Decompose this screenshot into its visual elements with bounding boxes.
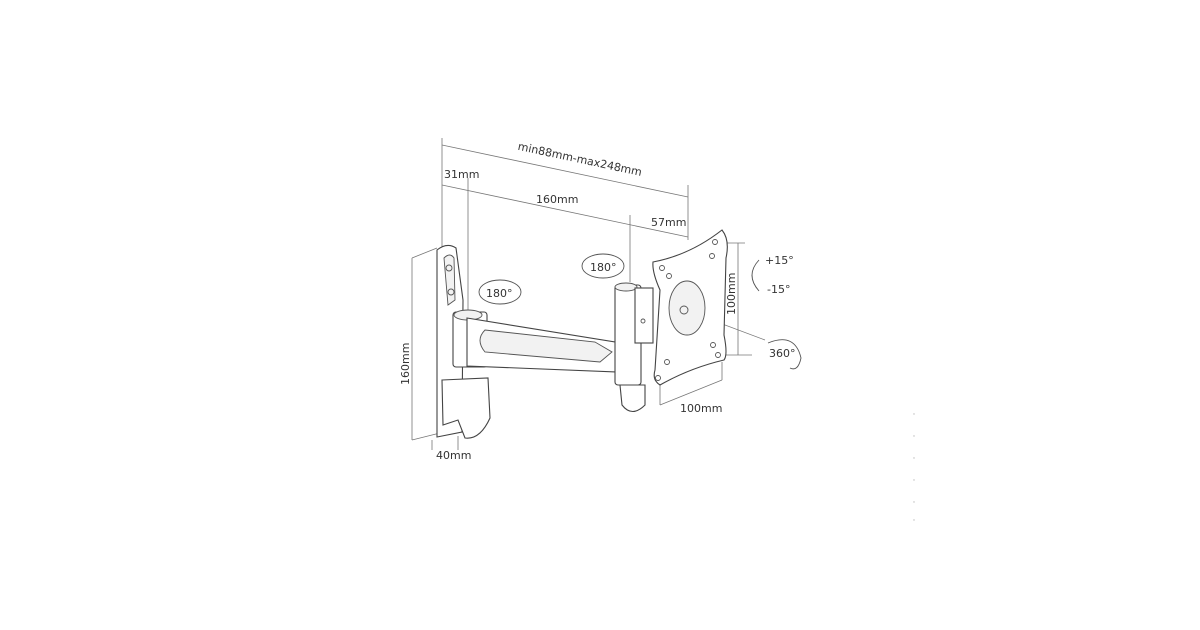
head-offset-label: 57mm	[651, 216, 686, 229]
rotation-indicator	[767, 339, 802, 370]
tilt-up-label: +15°	[765, 254, 794, 267]
arm-length-label: 160mm	[536, 193, 578, 206]
wall-offset-label: 31mm	[444, 168, 479, 181]
swing-arm	[441, 282, 654, 439]
vesa-width-label: 100mm	[680, 402, 722, 415]
plate-width-label: 40mm	[436, 449, 471, 462]
swivel-arm-label: 180°	[486, 287, 513, 300]
tilt-down-label: -15°	[767, 283, 790, 296]
decorative-dots	[913, 413, 915, 521]
vesa-plate	[652, 229, 728, 386]
rotation-label: 360°	[769, 347, 796, 360]
swivel-head-indicator	[581, 253, 625, 279]
dimension-lines	[411, 138, 766, 450]
tilt-indicator	[751, 259, 760, 292]
total-reach-label: min88mm-max248mm	[517, 140, 643, 179]
swivel-head-label: 180°	[590, 261, 617, 274]
swivel-arm-indicator	[478, 279, 522, 305]
vesa-height-label: 100mm	[725, 273, 738, 315]
plate-height-label: 160mm	[399, 343, 412, 385]
